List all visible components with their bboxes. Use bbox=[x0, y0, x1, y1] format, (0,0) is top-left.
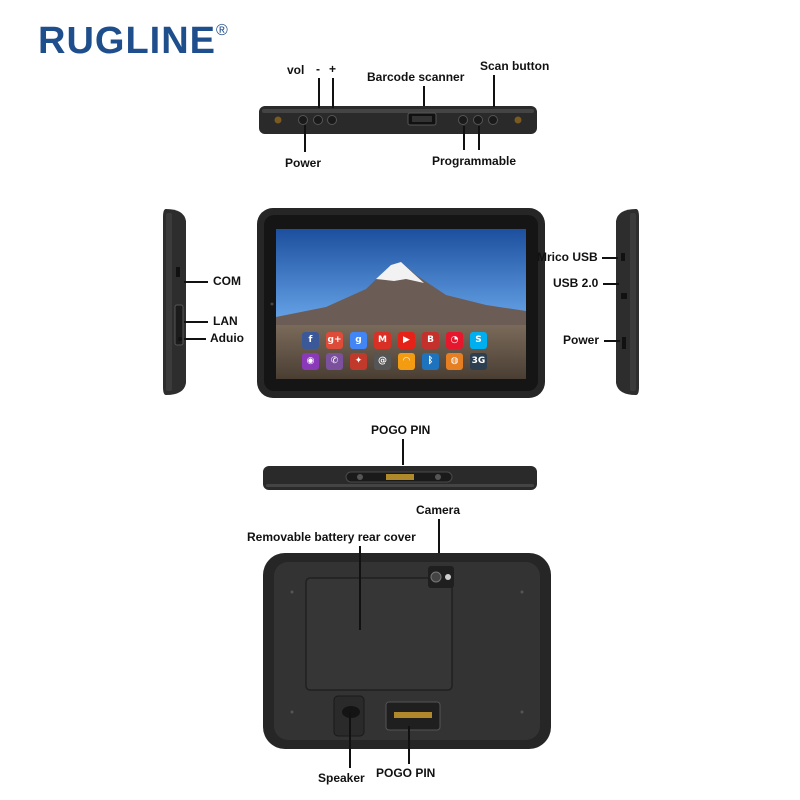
label-pogo-pin-edge: POGO PIN bbox=[371, 423, 431, 437]
label-pogo-pin-rear: POGO PIN bbox=[376, 766, 436, 780]
wifi-icon[interactable]: ◠ bbox=[398, 353, 415, 370]
label-programmable: Programmable bbox=[432, 154, 517, 168]
label-audio: Aduio bbox=[210, 331, 244, 345]
label-vol-plus: + bbox=[329, 62, 337, 76]
angry-birds-icon[interactable]: ✦ bbox=[350, 353, 367, 370]
leader-programmable-1 bbox=[463, 126, 465, 150]
gmail-icon[interactable]: M bbox=[374, 332, 391, 349]
leader-vol-minus bbox=[318, 78, 320, 108]
label-camera: Camera bbox=[416, 503, 461, 517]
facebook-icon[interactable]: f bbox=[302, 332, 319, 349]
viber-icon[interactable]: ✆ bbox=[326, 353, 343, 370]
blogger-icon[interactable]: B bbox=[422, 332, 439, 349]
label-vol: vol bbox=[287, 63, 305, 77]
leader-pogo-pin-rear bbox=[408, 726, 410, 764]
google-plus-icon[interactable]: g+ bbox=[326, 332, 343, 349]
leader-programmable-2 bbox=[478, 126, 480, 150]
label-com: COM bbox=[213, 274, 241, 288]
label-usb20: USB 2.0 bbox=[553, 276, 599, 290]
google-icon[interactable]: g bbox=[350, 332, 367, 349]
label-vol-minus: - bbox=[316, 62, 320, 76]
leader-vol-plus bbox=[332, 78, 334, 108]
weibo-icon[interactable]: ◔ bbox=[446, 332, 463, 349]
leader-speaker bbox=[349, 712, 351, 768]
leader-power-side bbox=[604, 340, 620, 342]
leader-power-top bbox=[304, 125, 306, 152]
right-side-view bbox=[616, 209, 639, 395]
label-micro-usb: Mrico USB bbox=[537, 250, 598, 264]
leader-micro-usb bbox=[602, 257, 618, 259]
rss-icon[interactable]: ◍ bbox=[446, 353, 463, 370]
leader-audio bbox=[184, 338, 206, 340]
instagram-icon[interactable]: ◉ bbox=[302, 353, 319, 370]
label-power-side: Power bbox=[563, 333, 600, 347]
left-side-view bbox=[163, 209, 186, 395]
3g-icon[interactable]: 3G bbox=[470, 353, 487, 370]
swirl-icon[interactable]: @ bbox=[374, 353, 391, 370]
label-barcode-scanner: Barcode scanner bbox=[367, 70, 465, 84]
leader-scan-button bbox=[493, 75, 495, 107]
top-edge-view bbox=[259, 106, 537, 134]
leader-camera bbox=[438, 519, 440, 557]
leader-pogo-pin-edge bbox=[402, 439, 404, 465]
bottom-edge-view bbox=[263, 466, 537, 490]
label-lan: LAN bbox=[213, 314, 238, 328]
registered-mark: ® bbox=[216, 22, 229, 39]
label-power-top: Power bbox=[285, 156, 322, 170]
brand-name: RUGLINE bbox=[38, 20, 216, 62]
label-battery-cover: Removable battery rear cover bbox=[247, 530, 416, 544]
leader-lan bbox=[184, 321, 208, 323]
leader-com bbox=[184, 281, 208, 283]
rear-view bbox=[263, 553, 551, 749]
leader-barcode-scanner bbox=[423, 86, 425, 106]
youtube-icon[interactable]: ▶ bbox=[398, 332, 415, 349]
label-speaker: Speaker bbox=[318, 771, 365, 785]
skype-icon[interactable]: S bbox=[470, 332, 487, 349]
leader-usb20 bbox=[603, 283, 619, 285]
bluetooth-icon[interactable]: ᛒ bbox=[422, 353, 439, 370]
label-scan-button: Scan button bbox=[480, 59, 550, 73]
brand-logo: RUGLINE® bbox=[38, 20, 229, 63]
leader-battery-cover bbox=[359, 546, 361, 630]
